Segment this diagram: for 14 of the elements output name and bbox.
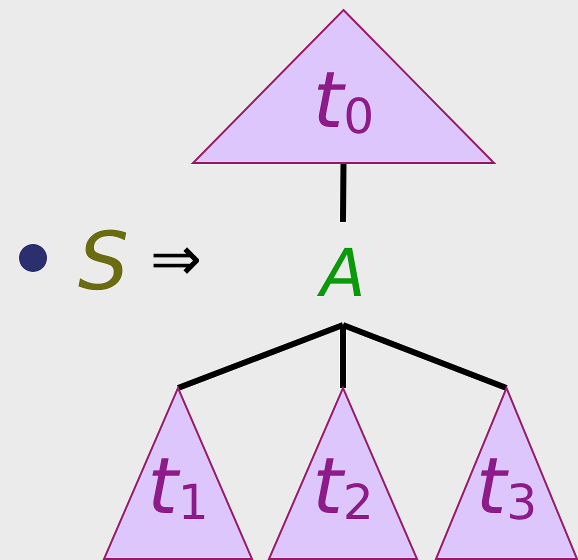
tree-edge [340,325,346,388]
subtree-triangle [193,10,494,163]
subtree-label: t$_{0}$ [312,62,374,142]
tree-edge [340,162,346,222]
tree-edge [342,322,508,391]
tree-edge [176,322,344,391]
subtree-triangle [104,388,252,559]
derives-symbol: ⇒ [150,228,202,290]
subtree-label: t$_{1}$ [147,448,209,528]
subtree-label: t$_{2}$ [312,448,374,528]
subtree-label: t$_{3}$ [476,448,538,528]
subtree-triangle [436,388,577,559]
start-symbol: S [78,222,129,302]
subtree-triangle [269,388,417,559]
